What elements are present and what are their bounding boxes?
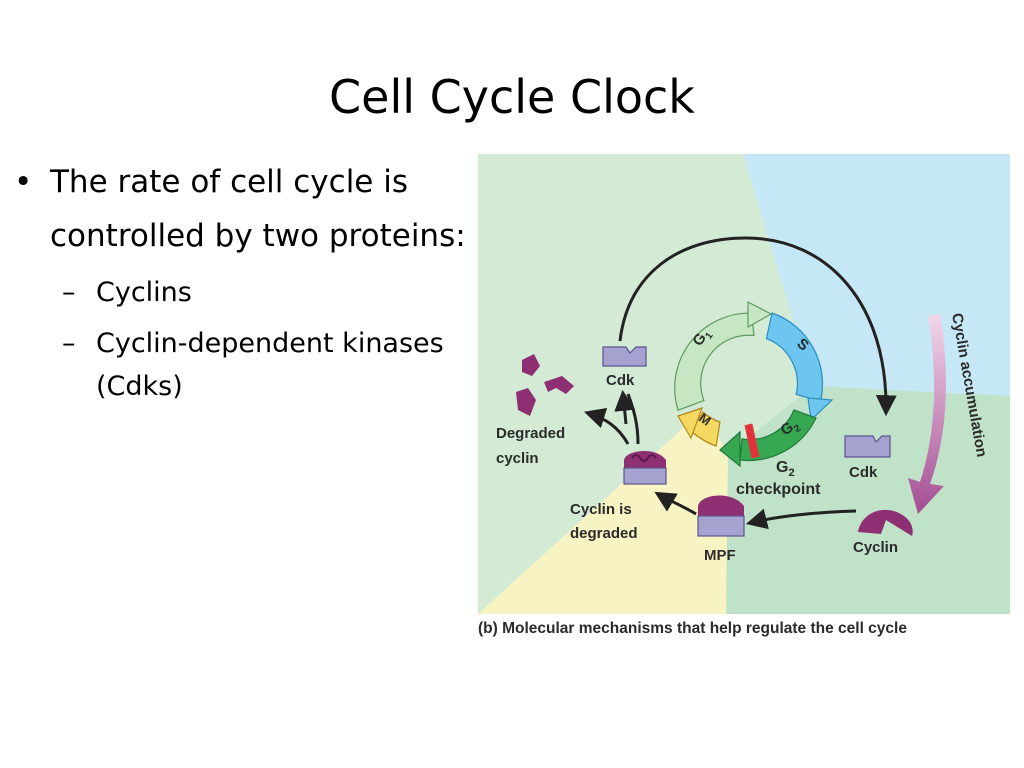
arrow-to-degradation <box>654 491 697 516</box>
mpf-label: MPF <box>704 547 736 564</box>
bullet-dot-icon: • <box>14 164 33 200</box>
phase-g2-arrow <box>739 409 817 462</box>
phase-m-head <box>677 407 703 440</box>
checkpoint-label: G2 <box>776 459 795 479</box>
dash-icon: – <box>62 277 76 308</box>
phase-s-head <box>807 397 834 422</box>
cdk-top-label: Cdk <box>606 372 635 389</box>
cyclin-label: Cyclin <box>853 539 898 556</box>
arrow-to-free-cdk <box>626 393 640 445</box>
phase-ring <box>674 301 834 468</box>
cell-cycle-diagram: G1 S G2 M G2 checkpoint Cdk Cdk Cyclin a… <box>478 154 1010 614</box>
arrow-to-cdk <box>614 389 636 425</box>
cycle-arrow <box>618 236 897 417</box>
cdk-protein-icon <box>844 435 891 458</box>
figure-caption: (b) Molecular mechanisms that help regul… <box>478 620 907 637</box>
degraded-cyclin-label: cyclin <box>496 450 539 467</box>
cdk-right-label: Cdk <box>849 464 878 481</box>
phase-g2-head <box>719 430 741 468</box>
bullet-text: The rate of cell cycle is controlled by … <box>50 164 466 254</box>
dash-icon: – <box>62 328 76 359</box>
cyclin-protein-icon <box>858 509 913 536</box>
sub-bullet-text: Cyclin-dependent kinases (Cdks) <box>96 328 444 402</box>
arrow-to-mpf <box>745 508 857 530</box>
arrow-to-degraded-cyclin <box>583 407 630 445</box>
degraded-cyclin-fragment <box>544 376 574 394</box>
cyclin-degraded-label: degraded <box>570 525 638 542</box>
mpf-cdk-part <box>697 515 745 537</box>
cyclin-degraded-label: Cyclin is <box>570 501 632 518</box>
slide-title: Cell Cycle Clock <box>329 70 695 124</box>
degradation-squiggle <box>631 454 657 462</box>
degraded-cyclin-label: Degraded <box>496 425 565 442</box>
phase-g1-arrow <box>674 312 755 411</box>
mpf-cyclin-part <box>698 495 744 520</box>
sub-bullet-item: – Cyclins <box>14 271 474 314</box>
phase-g1-head <box>747 301 773 329</box>
cell-cycle-figure: G1 S G2 M G2 checkpoint Cdk Cdk Cyclin a… <box>478 154 1010 614</box>
checkpoint-label: checkpoint <box>736 481 821 498</box>
background-blue-region <box>743 154 1010 396</box>
degraded-cyclin-fragment <box>516 388 536 416</box>
degraded-cyclin-fragment <box>522 354 540 376</box>
cdk-protein-icon <box>602 346 647 367</box>
bullet-list: • The rate of cell cycle is controlled b… <box>14 155 474 408</box>
sub-bullet-item: – Cyclin-dependent kinases (Cdks) <box>14 322 474 408</box>
cyclin-accumulation-arrow <box>908 314 946 514</box>
bullet-item: • The rate of cell cycle is controlled b… <box>14 155 474 263</box>
g2-checkpoint-marker <box>744 423 760 459</box>
degrading-cdk-icon <box>623 467 667 485</box>
sub-bullet-text: Cyclins <box>96 277 192 308</box>
